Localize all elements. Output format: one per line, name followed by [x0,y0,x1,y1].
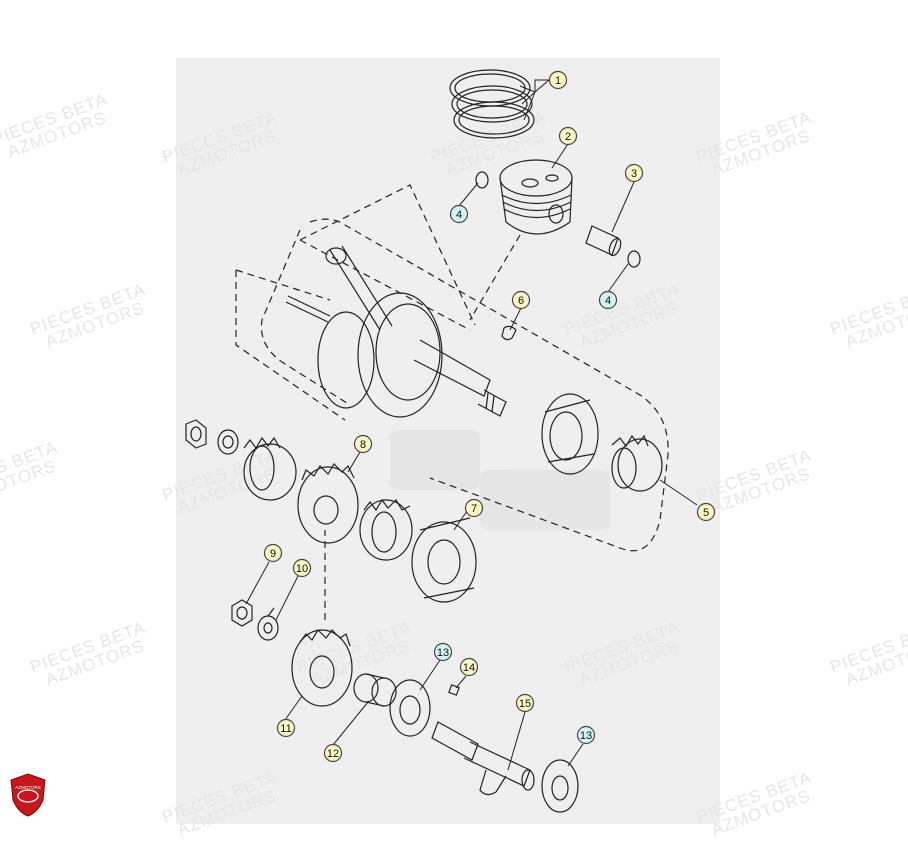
callout-3: 3 [624,163,644,183]
assembly-dashed-outlines [235,184,669,620]
svg-text:1: 1 [555,75,561,87]
balance-shaft-bearing [411,517,477,603]
svg-text:2: 2 [565,131,571,143]
balance-gear-11 [291,629,353,707]
callout-10: 10 [292,558,312,578]
callout-11: 11 [276,718,296,738]
callout-14: 14 [459,657,479,677]
bushing-12 [353,673,397,707]
nut-9 [231,599,253,627]
balance-shaft-15 [431,721,535,796]
callout-13: 13 [576,725,596,745]
svg-text:14: 14 [463,662,475,674]
svg-text:10: 10 [296,563,308,575]
svg-text:4: 4 [456,209,462,221]
svg-text:13: 13 [580,730,592,742]
bearing-13 [541,759,579,813]
callout-5: 5 [696,502,716,522]
svg-text:3: 3 [631,168,637,180]
callout-8: 8 [353,434,373,454]
callout-2: 2 [558,126,578,146]
callout-9: 9 [263,543,283,563]
piston-pin [585,225,622,257]
gear-8 [297,463,359,544]
piston-rings [449,69,535,139]
svg-text:8: 8 [360,439,366,451]
piston-pin-circlip [627,250,641,268]
svg-text:4: 4 [605,295,611,307]
svg-text:6: 6 [518,295,524,307]
svg-text:11: 11 [280,723,291,735]
callout-1: 1 [548,70,568,90]
bearing-13 [389,679,431,737]
crankshaft [285,245,507,418]
crankshaft-gear [611,434,663,492]
main-bearing [541,393,599,475]
callout-6: 6 [511,290,531,310]
svg-text:9: 9 [270,548,276,560]
callout-7: 7 [464,498,484,518]
washer [217,429,239,455]
lock-washer-10 [257,607,279,641]
background-stamp [390,430,610,530]
svg-text:12: 12 [327,748,339,760]
callout-leader-lines [245,79,698,771]
callout-4: 4 [598,290,618,310]
svg-text:AZMOTORS: AZMOTORS [15,785,40,790]
svg-text:5: 5 [703,507,709,519]
exploded-parts-diagram: 1 2 3 4 4 6 5 7 8 9 10 11 [185,69,716,813]
svg-text:15: 15 [519,698,531,710]
svg-text:13: 13 [437,647,449,659]
key-14 [448,684,460,696]
piston [499,159,573,235]
primary-drive-gear [243,436,297,501]
intermediate-gear [359,498,413,561]
woodruff-key [501,325,517,341]
svg-text:7: 7 [471,503,477,515]
azmotors-logo: AZMOTORS [10,773,46,817]
callout-13: 13 [433,642,453,662]
crank-nut [185,419,207,449]
callout-12: 12 [323,743,343,763]
callout-15: 15 [515,693,535,713]
piston-pin-circlip [475,171,489,189]
callout-4: 4 [449,204,469,224]
